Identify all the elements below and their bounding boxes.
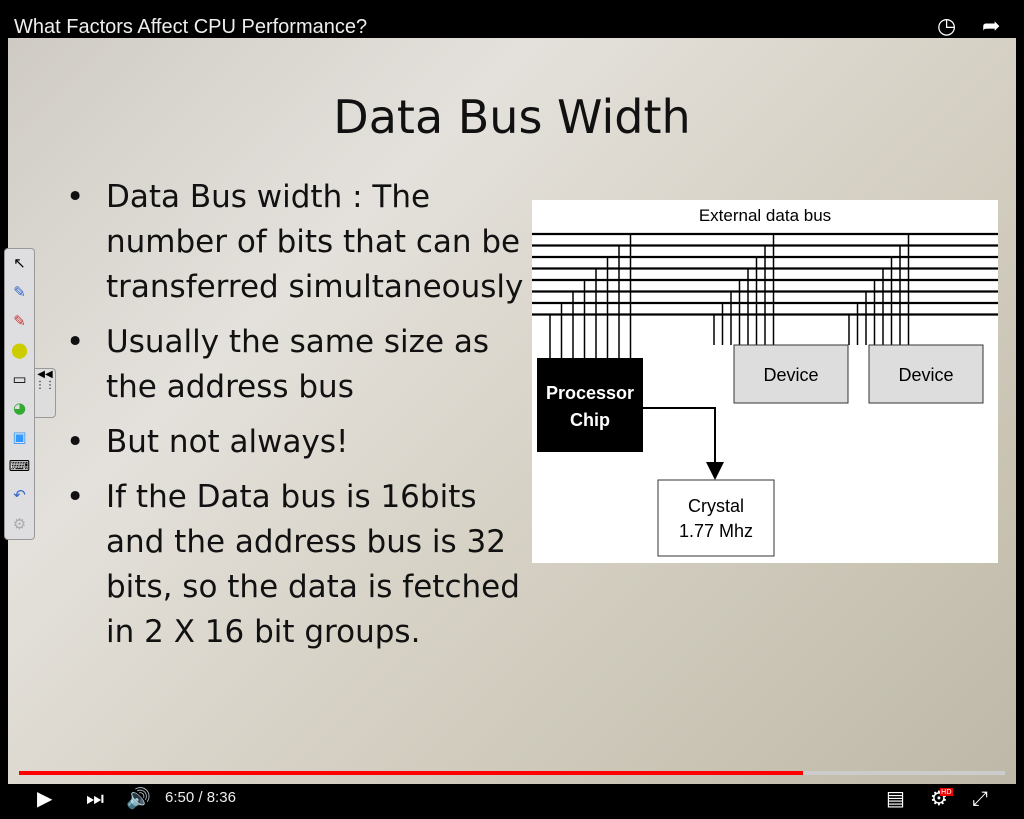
hd-badge: HD — [940, 788, 953, 796]
processor-chip — [537, 358, 643, 452]
annotation-toolbar: ↖ ✎ ✎ ⬤ ▭ ◕ ▣ ⌨ ↶ ⚙ — [4, 248, 35, 540]
device-label: Device — [898, 365, 953, 385]
pointer-icon[interactable]: ↖ — [13, 254, 26, 272]
crystal-box — [657, 479, 775, 557]
device-label: Device — [763, 365, 818, 385]
bullet: But not always! — [64, 420, 544, 465]
exit-fullscreen-icon[interactable]: ⤢ — [972, 786, 988, 810]
pen-blue-icon[interactable]: ✎ — [13, 283, 26, 301]
play-icon[interactable]: ▶ — [37, 786, 53, 810]
clock-line — [643, 407, 716, 468]
highlighter-icon[interactable]: ⬤ — [11, 341, 28, 359]
settings-gear-icon[interactable]: ⚙HD — [930, 786, 953, 810]
bullet: If the Data bus is 16bits and the addres… — [64, 475, 544, 655]
subtitles-icon[interactable]: ▤ — [886, 786, 905, 810]
volume-icon[interactable]: 🔊 — [126, 786, 151, 810]
crystal-label: Crystal — [688, 496, 744, 516]
video-title[interactable]: What Factors Affect CPU Performance? — [14, 16, 368, 38]
next-icon[interactable]: ⏭ — [86, 786, 104, 810]
device-box — [868, 344, 984, 404]
fill-icon[interactable]: ◕ — [12, 399, 27, 417]
duration: 8:36 — [206, 789, 236, 806]
keyboard-icon[interactable]: ⌨ — [8, 457, 31, 475]
time-display: 6:50 / 8:36 — [165, 789, 236, 806]
current-time: 6:50 — [165, 789, 195, 806]
toolbar-collapse-handle[interactable]: ◀◀⋮⋮ — [34, 368, 56, 418]
bus-lines — [532, 232, 998, 358]
time-separator: / — [198, 789, 203, 806]
share-icon[interactable]: ➦ — [982, 14, 1001, 39]
progress-fill — [19, 771, 803, 775]
processor-label: Processor — [546, 383, 634, 403]
crystal-label-2: 1.77 Mhz — [679, 521, 753, 541]
eraser-icon[interactable]: ▭ — [12, 370, 27, 388]
notes-icon[interactable]: ▣ — [12, 428, 27, 446]
processor-label-2: Chip — [570, 410, 610, 430]
slide-bullets: Data Bus width : The number of bits that… — [64, 175, 544, 665]
watch-later-icon[interactable]: ◷ — [937, 14, 957, 39]
bus-label: External data bus — [699, 206, 831, 225]
slide-title: Data Bus Width — [333, 90, 691, 144]
pen-red-icon[interactable]: ✎ — [13, 312, 26, 330]
data-bus-diagram: External data bus Processor Chip Device … — [532, 200, 998, 563]
settings-icon[interactable]: ⚙ — [12, 515, 27, 533]
bullet: Usually the same size as the address bus — [64, 320, 544, 410]
device-box — [733, 344, 849, 404]
bullet: Data Bus width : The number of bits that… — [64, 175, 544, 310]
undo-icon[interactable]: ↶ — [13, 486, 26, 504]
arrow-head — [706, 462, 724, 480]
progress-bar[interactable] — [19, 771, 1005, 775]
